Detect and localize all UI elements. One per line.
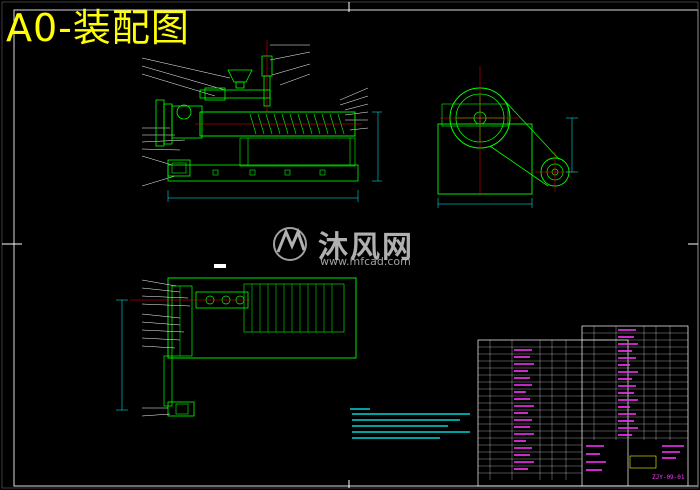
top-view (116, 264, 357, 417)
side-view-dimensions (437, 117, 578, 208)
top-view-leaders (141, 279, 191, 417)
side-view (437, 66, 578, 208)
top-view-grid (251, 284, 333, 332)
parts-list-entries (514, 329, 684, 471)
drawing-title: A0-装配图 (6, 6, 190, 50)
front-view (141, 40, 382, 202)
watermark-brand: 沐风网 (318, 230, 414, 265)
watermark-url: www.mfcad.com (320, 255, 411, 268)
drawing-number: ZJY-09-01 (652, 474, 685, 481)
front-view-dimensions (167, 111, 382, 202)
technical-notes (350, 408, 470, 439)
parts-list-rows (478, 326, 688, 480)
top-view-dimensions (116, 299, 128, 411)
watermark-logo (273, 227, 307, 261)
parts-list-table (477, 325, 689, 487)
